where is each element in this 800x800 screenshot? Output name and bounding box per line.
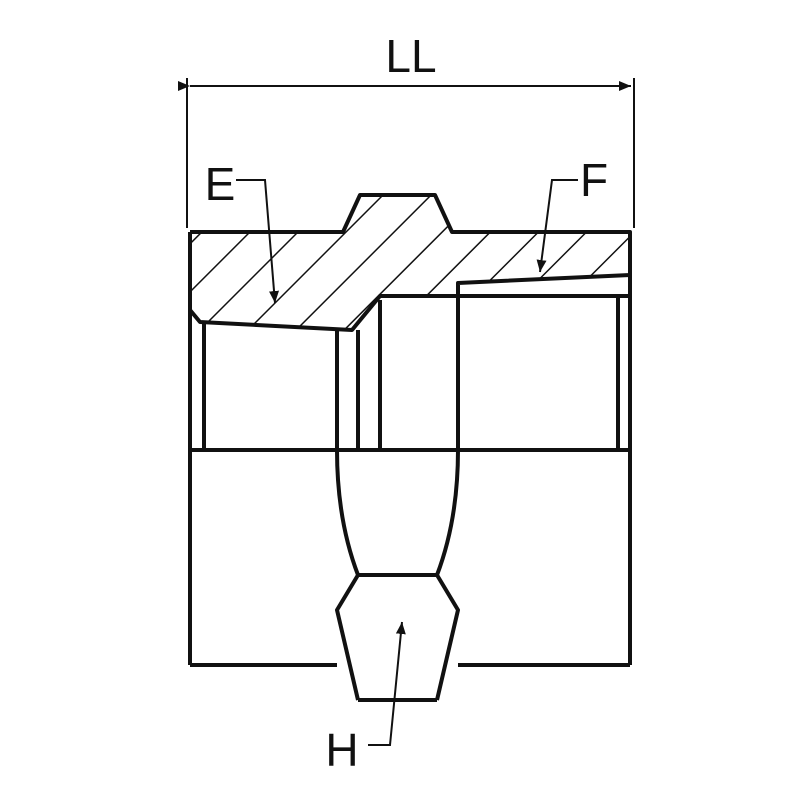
- hex-flank-right: [435, 449, 460, 701]
- label-ll: LL: [385, 30, 436, 82]
- label-e: E: [205, 158, 236, 210]
- leader-e: E: [205, 158, 280, 304]
- leader-f: F: [536, 154, 608, 273]
- section-outline: [190, 193, 632, 298]
- label-f: F: [580, 154, 608, 206]
- hex-flank-left: [335, 449, 360, 701]
- leader-h: H: [325, 621, 406, 776]
- section-bore-left: [188, 232, 458, 332]
- section-hatch: [190, 195, 630, 330]
- dimension-ll: LL: [178, 30, 635, 228]
- label-h: H: [325, 724, 358, 776]
